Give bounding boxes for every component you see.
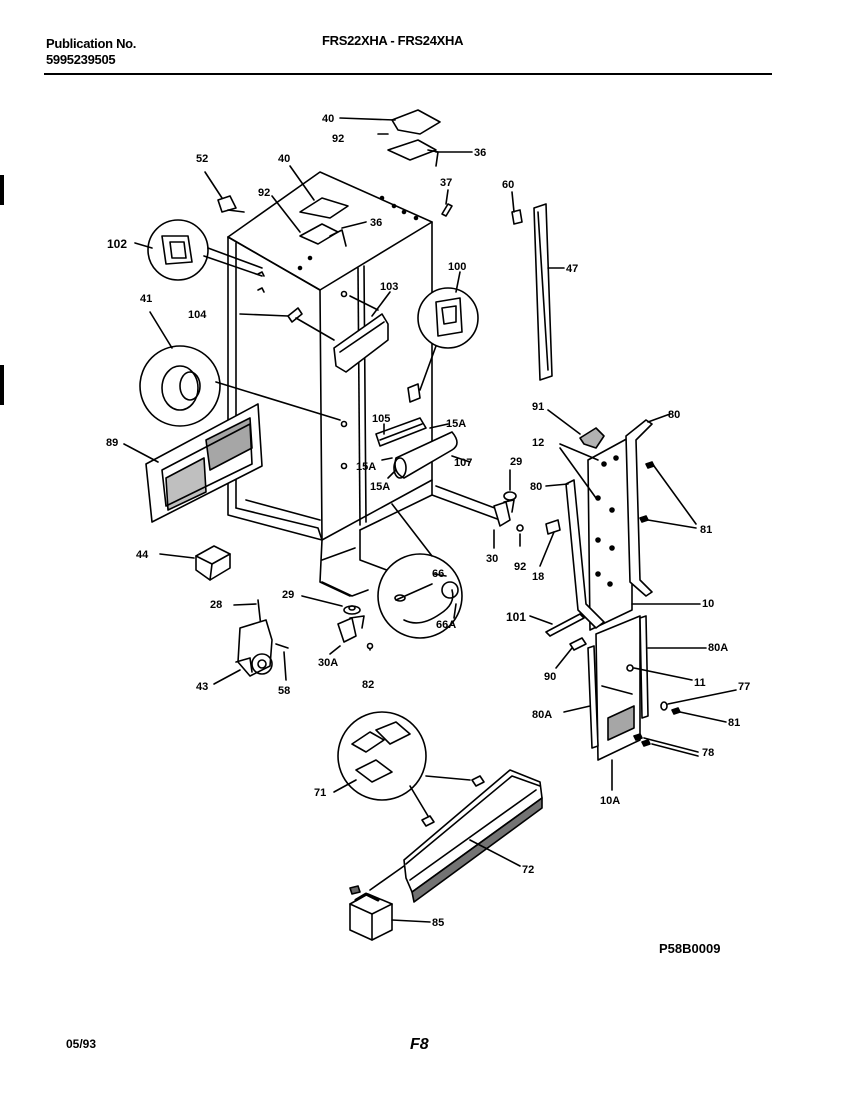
detail-circle-66: [377, 503, 463, 639]
part-104: [239, 307, 335, 341]
callout-92b: 92: [258, 187, 270, 199]
callout-10a: 10A: [600, 795, 620, 807]
callout-40b: 40: [278, 153, 290, 165]
callout-66: 66: [432, 568, 444, 580]
callout-107: 107: [454, 457, 472, 469]
lower-hinge-right: [493, 469, 524, 549]
callout-36b: 36: [370, 217, 382, 229]
part-10a-panel: [595, 615, 641, 791]
callout-40a: 40: [322, 113, 334, 125]
callout-30a: 30A: [318, 657, 338, 669]
part-101: [529, 613, 585, 637]
callout-81b: 81: [728, 717, 740, 729]
callout-43: 43: [196, 681, 208, 693]
part-103-handle: [333, 291, 391, 373]
callout-72: 72: [522, 864, 534, 876]
callout-101: 101: [506, 610, 526, 624]
part-44: [159, 545, 231, 581]
part-72-kick-plate: [403, 769, 543, 903]
callout-80a2: 80A: [532, 709, 552, 721]
cabinet: [227, 171, 501, 597]
callout-90: 90: [544, 671, 556, 683]
callout-58: 58: [278, 685, 290, 697]
callout-100: 100: [448, 261, 466, 273]
callout-52: 52: [196, 153, 208, 165]
callout-15a3: 15A: [370, 481, 390, 493]
callout-66a: 66A: [436, 619, 456, 631]
callout-44: 44: [136, 549, 149, 561]
part-77-78-81-lower: [633, 689, 737, 757]
part-89-panel: [123, 403, 263, 523]
callout-92a: 92: [332, 133, 344, 145]
part-60: [511, 191, 523, 225]
roller-assembly: [213, 599, 289, 685]
part-80-rail-right: [625, 413, 671, 597]
part-91: [547, 409, 605, 449]
callout-47: 47: [566, 263, 578, 275]
part-37: [441, 189, 453, 217]
callout-15a2: 15A: [356, 461, 376, 473]
callout-29b: 29: [282, 589, 294, 601]
callout-81a: 81: [700, 524, 712, 536]
callout-80a1: 80A: [708, 642, 728, 654]
callout-30: 30: [486, 553, 498, 565]
callout-102: 102: [107, 237, 127, 251]
callout-80b: 80: [530, 481, 542, 493]
callout-18: 18: [532, 571, 544, 583]
callout-89: 89: [106, 437, 118, 449]
detail-circle-71: [333, 711, 485, 827]
callout-28: 28: [210, 599, 222, 611]
part-90: [555, 637, 587, 669]
part-107-tube: [381, 423, 471, 479]
callout-82: 82: [362, 679, 374, 691]
callout-85: 85: [432, 917, 444, 929]
callout-11: 11: [694, 677, 706, 689]
callout-37: 37: [440, 177, 452, 189]
callout-41: 41: [140, 293, 152, 305]
header-rule: [44, 73, 772, 75]
detail-circle-100: [407, 271, 479, 403]
part-52: [204, 171, 245, 213]
callout-91: 91: [532, 401, 544, 413]
callout-105: 105: [372, 413, 390, 425]
diagram-code: P58B0009: [659, 941, 721, 956]
callout-103: 103: [380, 281, 398, 293]
page-number: F8: [410, 1036, 429, 1053]
part-81-screws: [639, 461, 697, 529]
callout-92c: 92: [514, 561, 526, 573]
scan-edge-marks: [0, 175, 5, 405]
model-numbers: FRS22XHA - FRS24XHA: [322, 33, 464, 48]
callout-71: 71: [314, 787, 326, 799]
part-105-bracket: [375, 417, 427, 447]
part-85-block: [349, 865, 431, 941]
detail-circle-41: [139, 311, 341, 427]
callout-12: 12: [532, 437, 544, 449]
callout-15a1: 15A: [446, 418, 466, 430]
callout-29a: 29: [510, 456, 522, 468]
callout-80a: 80: [668, 409, 680, 421]
callout-60: 60: [502, 179, 514, 191]
callout-10: 10: [702, 598, 714, 610]
callout-78: 78: [702, 747, 714, 759]
callout-77: 77: [738, 681, 750, 693]
part-80-rail-left: [545, 479, 605, 629]
part-47-strip: [533, 203, 565, 381]
footer-date: 05/93: [66, 1037, 97, 1051]
publication-label: Publication No.: [46, 36, 137, 51]
part-18: [539, 519, 561, 567]
lower-hinge-left: [301, 581, 374, 655]
part-80a-rails: [563, 615, 707, 749]
upper-hinge-assembly: [271, 165, 367, 247]
callout-104: 104: [188, 309, 207, 321]
top-hinge-cover: [339, 109, 473, 167]
publication-number: 5995239505: [46, 52, 116, 67]
detail-circle-102: [134, 219, 265, 293]
part-10-panel: [559, 435, 701, 631]
callout-labels: 40 92 36 52 40 37 60 92 36 102 100 47 41…: [106, 113, 750, 929]
callout-36a: 36: [474, 147, 486, 159]
